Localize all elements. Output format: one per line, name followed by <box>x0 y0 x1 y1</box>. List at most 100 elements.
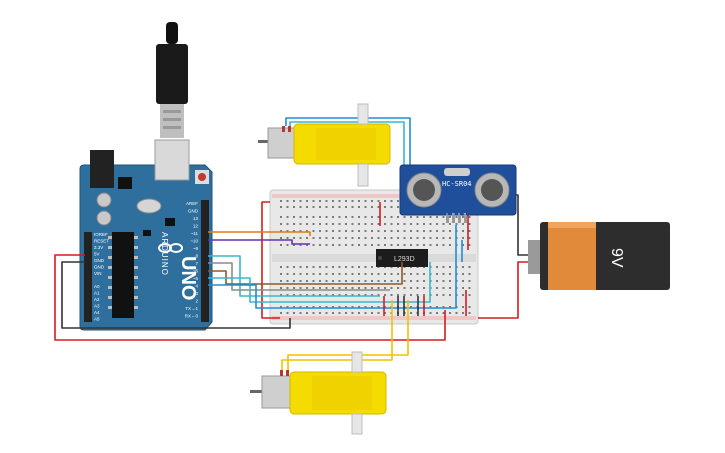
breadboard-hole <box>468 306 471 308</box>
breadboard-hole <box>397 280 399 282</box>
breadboard-hole <box>319 266 321 268</box>
breadboard-hole <box>384 244 386 246</box>
pin-label: A5 <box>94 317 100 322</box>
breadboard-hole <box>280 216 282 218</box>
breadboard-hole <box>397 237 399 239</box>
breadboard-hole <box>371 294 373 296</box>
breadboard-hole <box>462 230 464 232</box>
breadboard-hole <box>436 306 438 308</box>
breadboard-hole <box>416 237 419 239</box>
breadboard-hole <box>403 287 406 289</box>
breadboard-hole <box>364 244 367 246</box>
breadboard-hole <box>306 266 308 268</box>
breadboard-hole <box>410 237 412 239</box>
breadboard-hole <box>319 237 321 239</box>
breadboard-hole <box>377 206 380 208</box>
breadboard-hole <box>449 287 451 289</box>
breadboard-hole <box>312 294 315 296</box>
breadboard-hole <box>442 223 445 225</box>
breadboard-hole <box>468 237 471 239</box>
breadboard-hole <box>371 200 373 202</box>
pin-label: VIN <box>94 271 102 276</box>
breadboard-hole <box>390 244 393 246</box>
pin-label: ~6 <box>193 269 199 274</box>
battery-label: 9V <box>608 248 625 268</box>
breadboard-hole <box>293 312 295 314</box>
breadboard-hole <box>429 306 432 308</box>
breadboard-hole <box>319 223 321 225</box>
wire-red-battery <box>478 261 530 319</box>
breadboard-hole <box>416 223 419 225</box>
wire-cyan-9 <box>208 255 380 297</box>
breadboard-hole <box>325 266 328 268</box>
arduino-model-label: UNO <box>177 256 199 300</box>
breadboard-hole <box>423 216 425 218</box>
pin-label: GND <box>94 265 105 270</box>
breadboard-hole <box>351 216 354 218</box>
breadboard-hole <box>345 223 347 225</box>
breadboard-hole <box>423 294 425 296</box>
breadboard-hole <box>325 237 328 239</box>
pin-label: RX←0 <box>185 314 199 319</box>
breadboard-hole <box>403 280 406 282</box>
wire-motor-bottom-yellow-1 <box>281 300 393 372</box>
breadboard-hole <box>462 237 464 239</box>
breadboard-hole <box>338 223 341 225</box>
pin-label: AREF <box>186 201 198 206</box>
breadboard-hole <box>338 244 341 246</box>
breadboard-hole <box>299 312 302 314</box>
wire-cyan-6 <box>208 262 431 303</box>
breadboard-hole <box>306 223 308 225</box>
l293d-chip[interactable]: L293D <box>376 249 428 267</box>
breadboard-hole <box>416 287 419 289</box>
motor-bottom[interactable] <box>250 351 387 435</box>
breadboard-hole <box>345 312 347 314</box>
breadboard-hole <box>332 287 334 289</box>
breadboard-hole <box>332 206 334 208</box>
breadboard-hole <box>345 230 347 232</box>
breadboard-hole <box>345 294 347 296</box>
breadboard-hole <box>462 306 464 308</box>
breadboard-hole <box>345 244 347 246</box>
battery-9v[interactable]: 9V <box>528 222 670 290</box>
breadboard-hole <box>345 237 347 239</box>
wire-gray-8 <box>208 262 390 291</box>
breadboard-hole <box>371 273 373 275</box>
breadboard-hole <box>449 266 451 268</box>
breadboard-hole <box>351 266 354 268</box>
breadboard-hole <box>286 273 289 275</box>
l293d-label: L293D <box>394 256 415 263</box>
breadboard-hole <box>390 273 393 275</box>
usb-cable <box>156 22 188 138</box>
breadboard-hole <box>364 216 367 218</box>
breadboard-hole <box>312 312 315 314</box>
breadboard-hole <box>286 244 289 246</box>
breadboard-hole <box>358 216 360 218</box>
breadboard-hole <box>436 216 438 218</box>
breadboard-hole <box>293 206 295 208</box>
breadboard-hole <box>371 206 373 208</box>
breadboard-hole <box>384 216 386 218</box>
motor-top[interactable] <box>258 103 391 187</box>
breadboard-hole <box>306 306 308 308</box>
ultrasonic-sensor[interactable]: HC-SR04 VccTrigEchoGnd <box>399 164 517 223</box>
breadboard-hole <box>325 216 328 218</box>
breadboard-hole <box>462 273 464 275</box>
breadboard-hole <box>351 294 354 296</box>
breadboard-hole <box>299 237 302 239</box>
breadboard-hole <box>358 280 360 282</box>
breadboard-hole <box>390 216 393 218</box>
breadboard-hole <box>345 266 347 268</box>
breadboard-hole <box>436 294 438 296</box>
breadboard-hole <box>410 294 412 296</box>
breadboard-hole <box>436 223 438 225</box>
breadboard-hole <box>325 223 328 225</box>
breadboard-hole <box>306 230 308 232</box>
breadboard-hole <box>377 216 380 218</box>
breadboard-hole <box>332 273 334 275</box>
breadboard-hole <box>403 237 406 239</box>
breadboard-hole <box>351 312 354 314</box>
